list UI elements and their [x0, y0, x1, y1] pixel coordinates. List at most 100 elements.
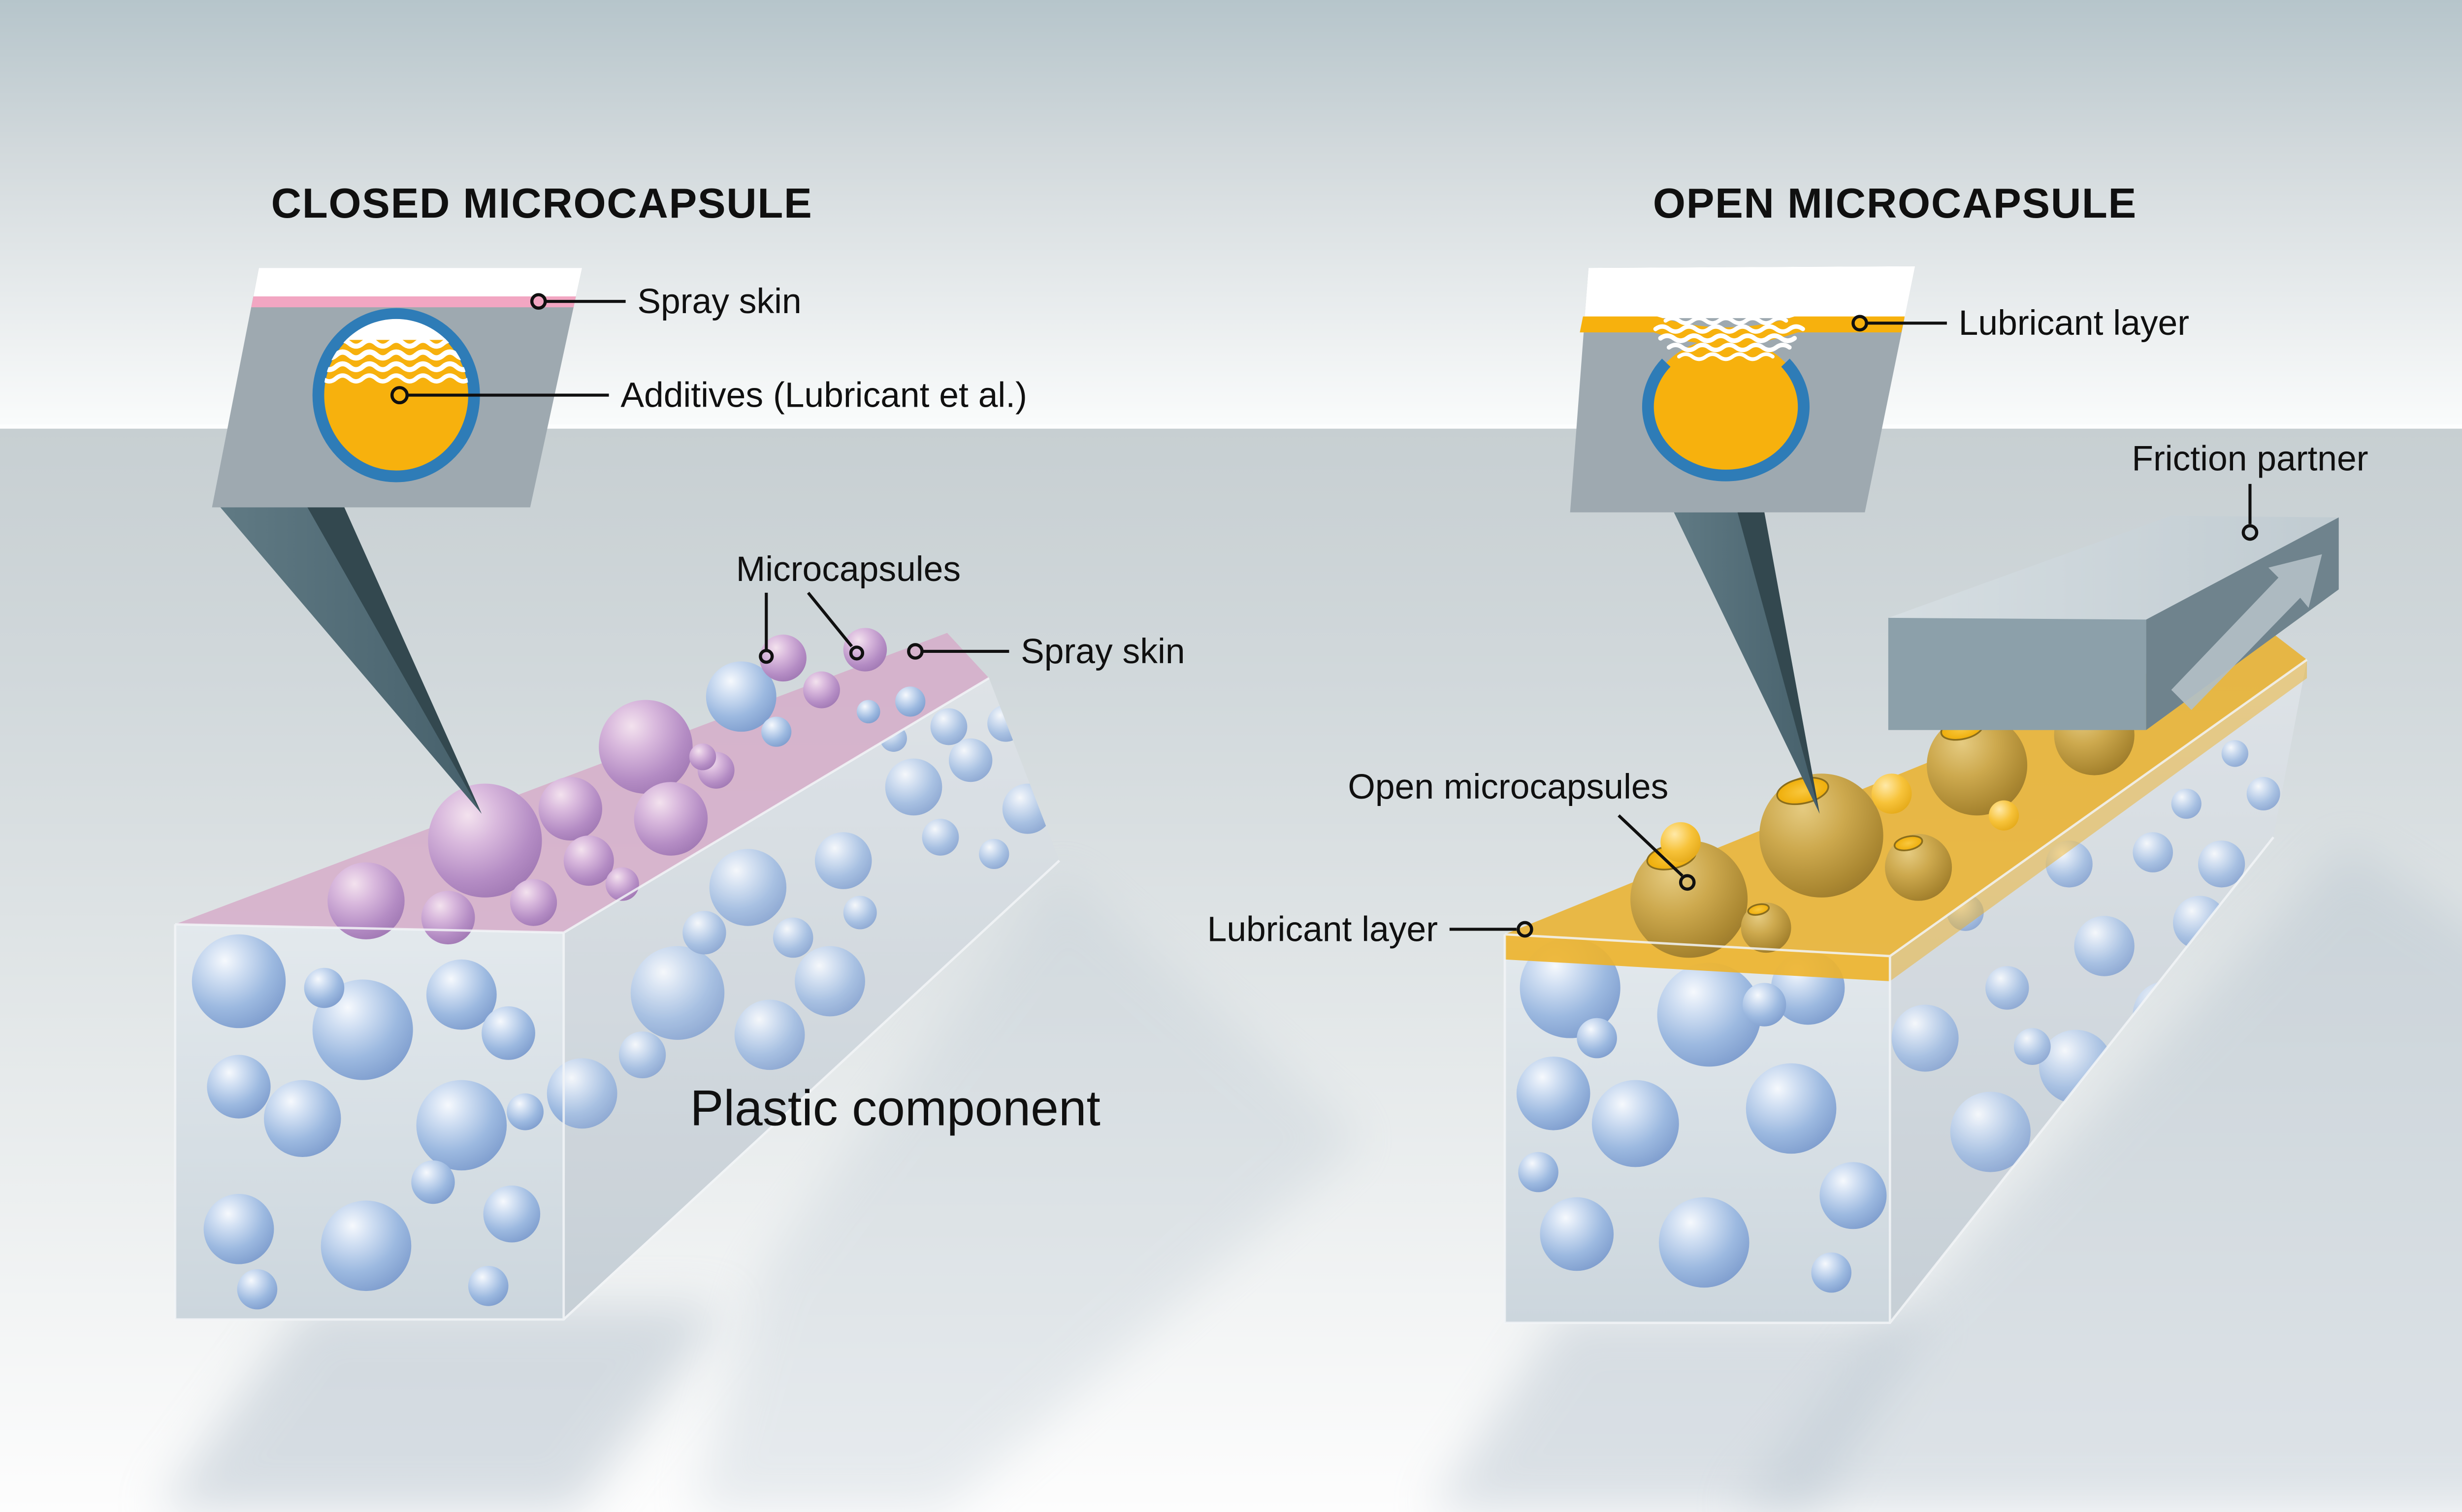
wave-line: [323, 373, 469, 384]
right-block-shadow-right: [1731, 845, 2462, 1512]
microcapsule-sphere-blue: [630, 946, 725, 1040]
microcapsule-sphere-purple: [689, 743, 716, 771]
leader-line: [1618, 814, 1684, 877]
leader-dot: [390, 386, 409, 405]
microcapsule-sphere-blue: [979, 838, 1009, 869]
microcapsule-sphere-blue: [1746, 1063, 1837, 1154]
left-inset-spray-skin-label: Spray skin: [637, 282, 801, 321]
microcapsule-sphere-blue: [312, 979, 413, 1080]
microcapsule-sphere-blue: [426, 959, 497, 1030]
microcapsule-sphere-blue: [237, 1269, 278, 1310]
microcapsule-sphere-blue: [618, 1031, 666, 1079]
plastic-component-label: Plastic component: [690, 1080, 1101, 1136]
needle-body: [220, 507, 482, 814]
microcapsule-sphere-purple: [428, 783, 542, 898]
microcapsule-sphere-blue: [814, 832, 872, 889]
microcapsule-sphere-blue: [1518, 1152, 1558, 1192]
microcapsule-sphere-purple: [759, 634, 807, 682]
friction-partner-label: Friction partner: [2132, 439, 2368, 479]
microcapsule-sphere-blue: [1811, 1252, 1852, 1293]
microcapsules-label: Microcapsules: [736, 549, 961, 589]
microcapsule-sphere-blue: [304, 967, 345, 1008]
left-plastic-block: [174, 628, 1061, 1321]
microcapsule-sphere-purple: [803, 671, 840, 708]
microcapsule-sphere-purple: [510, 879, 557, 926]
left-top-blue-spheres: [706, 661, 926, 747]
inset-lubricant-band: [1580, 316, 1905, 345]
leader-dot: [759, 649, 774, 664]
microcapsule-sphere-blue: [734, 999, 805, 1070]
left-block-shadow-right: [692, 870, 1362, 1512]
wave-line: [1658, 333, 1797, 343]
microcapsule-sphere-yellow: [1660, 822, 1701, 863]
microcapsule-sphere-blue: [1950, 1092, 2031, 1172]
microcapsule-sphere-blue: [416, 1080, 507, 1171]
right-side-haze: [1890, 659, 2307, 1323]
friction-block-top: [1888, 515, 2339, 620]
microcapsule-sphere-blue: [411, 1160, 455, 1204]
microcapsule-sphere-blue: [709, 849, 787, 926]
microcapsule-sphere-blue: [1540, 1197, 1614, 1271]
microcapsule-sphere-blue: [1516, 1056, 1590, 1130]
microcapsule-sphere-purple: [563, 836, 614, 886]
wave-line: [1677, 352, 1775, 361]
microcapsule-sphere-purple: [327, 862, 405, 939]
microcapsule-sphere-purple: [599, 700, 693, 794]
right-inset-lubricant-label: Lubricant layer: [1959, 303, 2189, 343]
microcapsule-sphere-blue: [2074, 916, 2135, 976]
wave-line: [1663, 316, 1788, 325]
right-inset-open-capsule: [1570, 266, 1915, 513]
microcapsule-sphere-yellow: [1871, 773, 1912, 814]
microcapsule-sphere-blue: [2221, 740, 2249, 767]
open-microcapsules-label: Open microcapsules: [1348, 767, 1668, 806]
right-callouts: Lubricant layer Friction partner Open mi…: [1207, 303, 2368, 949]
floor-shadows: [157, 845, 2462, 1512]
right-plastic-spheres: [1516, 740, 2280, 1293]
friction-partner-block: [1888, 515, 2339, 730]
right-title: OPEN MICROCAPSULE: [1653, 180, 2137, 227]
open-capsule: [1648, 338, 1804, 476]
microcapsule-sphere-blue: [482, 1006, 535, 1060]
lubricant-layer-end-band: [1505, 934, 1890, 981]
microcapsule-sphere-blue: [2013, 1028, 2051, 1065]
left-block-spray-skin-label: Spray skin: [1021, 632, 1185, 671]
leader-line: [807, 591, 853, 647]
right-plastic-block: [1503, 626, 2308, 1324]
open-capsule-ring: [1642, 358, 1810, 482]
microcapsule-sphere-blue: [1985, 966, 2029, 1010]
microcapsule-sphere-blue: [795, 946, 865, 1017]
left-block-shadow: [157, 1306, 726, 1512]
microcapsule-sphere-purple: [538, 777, 602, 841]
left-plastic-spheres: [192, 705, 1053, 1310]
microcapsule-sphere-blue: [1591, 1080, 1679, 1167]
microcapsule-sphere-blue: [2133, 832, 2173, 872]
microcapsule-sphere-blue: [203, 1193, 274, 1264]
leader-dot: [1679, 874, 1696, 891]
microcapsule-sphere-blue: [895, 686, 926, 717]
microcapsule-sphere-blue: [1657, 963, 1761, 1067]
microcapsule-sphere-blue: [1658, 1197, 1749, 1288]
microcapsule-sphere-blue: [1577, 1018, 1617, 1059]
leader-dot: [1517, 921, 1533, 938]
wave-line: [1666, 343, 1792, 353]
microcapsule-sphere-blue: [856, 700, 880, 724]
microcapsule-sphere-blue: [682, 911, 726, 955]
microcapsule-sphere-blue: [1742, 983, 1786, 1027]
wave-line: [323, 349, 469, 361]
left-callouts: Spray skin Additives (Lubricant et al.) …: [390, 282, 1185, 1136]
left-title: CLOSED MICROCAPSULE: [271, 180, 813, 227]
microcapsule-sphere-blue: [321, 1200, 412, 1291]
small-capsules-group: [1660, 773, 2019, 863]
left-inset-additives-label: Additives (Lubricant et al.): [620, 375, 1027, 415]
microcapsule-sphere-purple: [605, 867, 639, 901]
needle-shade: [307, 507, 482, 814]
microcapsule-sphere-blue: [468, 1266, 509, 1306]
microcapsule-sphere-yellow: [1988, 800, 2019, 831]
microcapsule-sphere-blue: [922, 819, 959, 856]
microcapsule-sphere-blue: [2171, 788, 2202, 819]
wave-line: [1653, 324, 1805, 334]
microcapsule-sphere-blue: [207, 1055, 271, 1119]
capsule-opening: [1747, 903, 1770, 916]
inset-white-band: [1585, 266, 1915, 319]
